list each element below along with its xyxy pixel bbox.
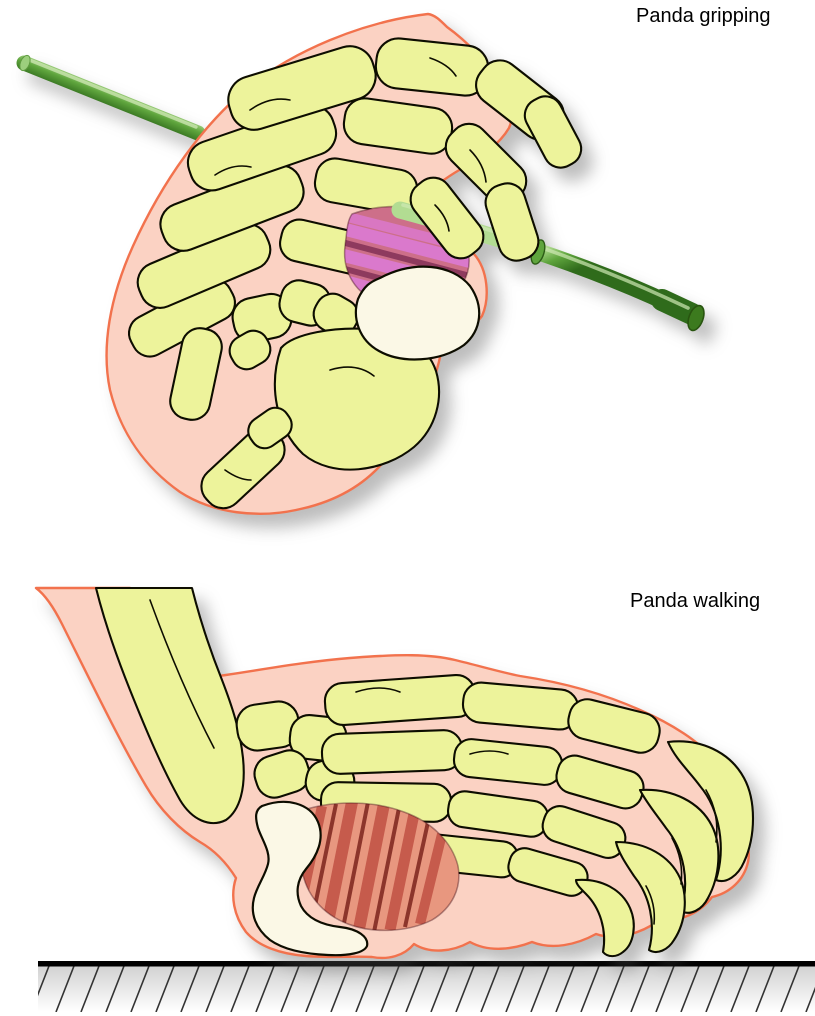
gripping-paw-bones: [127, 37, 583, 510]
walking-paw-bones: [235, 673, 755, 958]
ground-hatching: [38, 966, 815, 1012]
claw: [574, 878, 635, 958]
walking-sesamoid-pad: [251, 800, 369, 957]
panel-title-gripping: Panda gripping: [636, 5, 771, 27]
walking-figure: [34, 586, 755, 960]
gripping-sesamoid-pad: [354, 265, 481, 361]
bamboo-stalk-upper: [16, 54, 206, 141]
bamboo-cut-end: [19, 54, 31, 72]
gripping-figure: [16, 12, 705, 515]
ground-line: [38, 961, 815, 967]
ground: [38, 961, 815, 1012]
panel-title-walking: Panda walking: [630, 590, 761, 612]
claw: [638, 788, 720, 914]
claw: [666, 740, 755, 882]
gripping-front-claws: [409, 122, 540, 262]
forearm-bones: [94, 586, 245, 825]
bamboo-end-cap: [687, 304, 705, 332]
